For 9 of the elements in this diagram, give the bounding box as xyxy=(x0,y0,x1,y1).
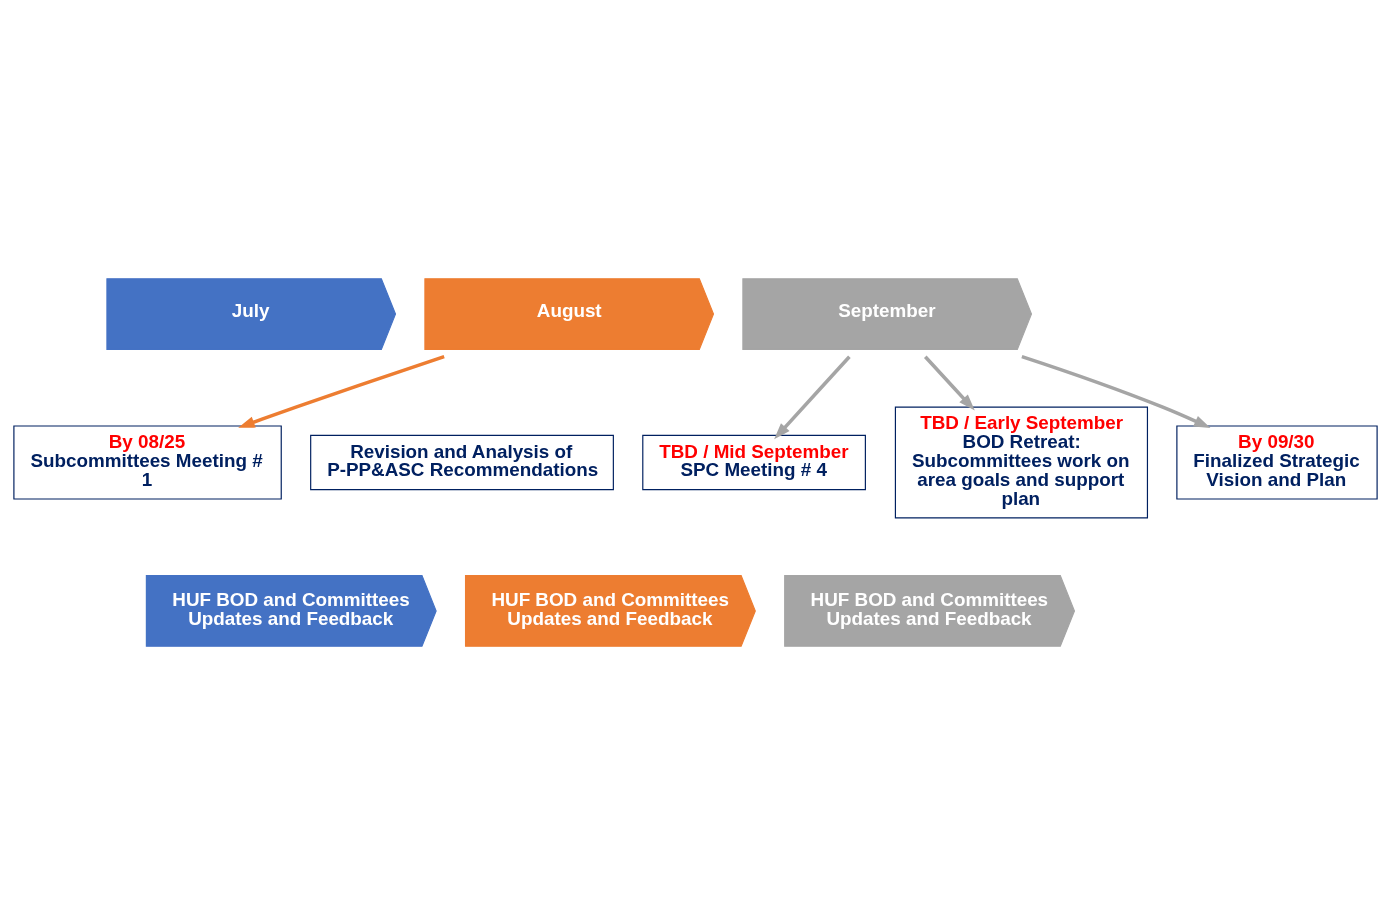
arrow xyxy=(774,355,851,439)
node-box: TBD / Mid September SPC Meeting # 4 xyxy=(642,434,866,490)
arrow xyxy=(238,354,445,428)
node-box: Revision and Analysis of P-PP&ASC Recommendations xyxy=(310,434,614,490)
node-box: By 08/25 Subcommittees Meeting # 1 xyxy=(13,424,282,500)
node-box: TBD / Early September BOD Retreat: Subcommittees work on area goals and support plan xyxy=(894,406,1149,518)
arrow xyxy=(1021,354,1211,428)
arrow xyxy=(924,355,975,411)
node-box: By 09/30 Finalized Strategic Vision and Plan xyxy=(1176,424,1378,500)
